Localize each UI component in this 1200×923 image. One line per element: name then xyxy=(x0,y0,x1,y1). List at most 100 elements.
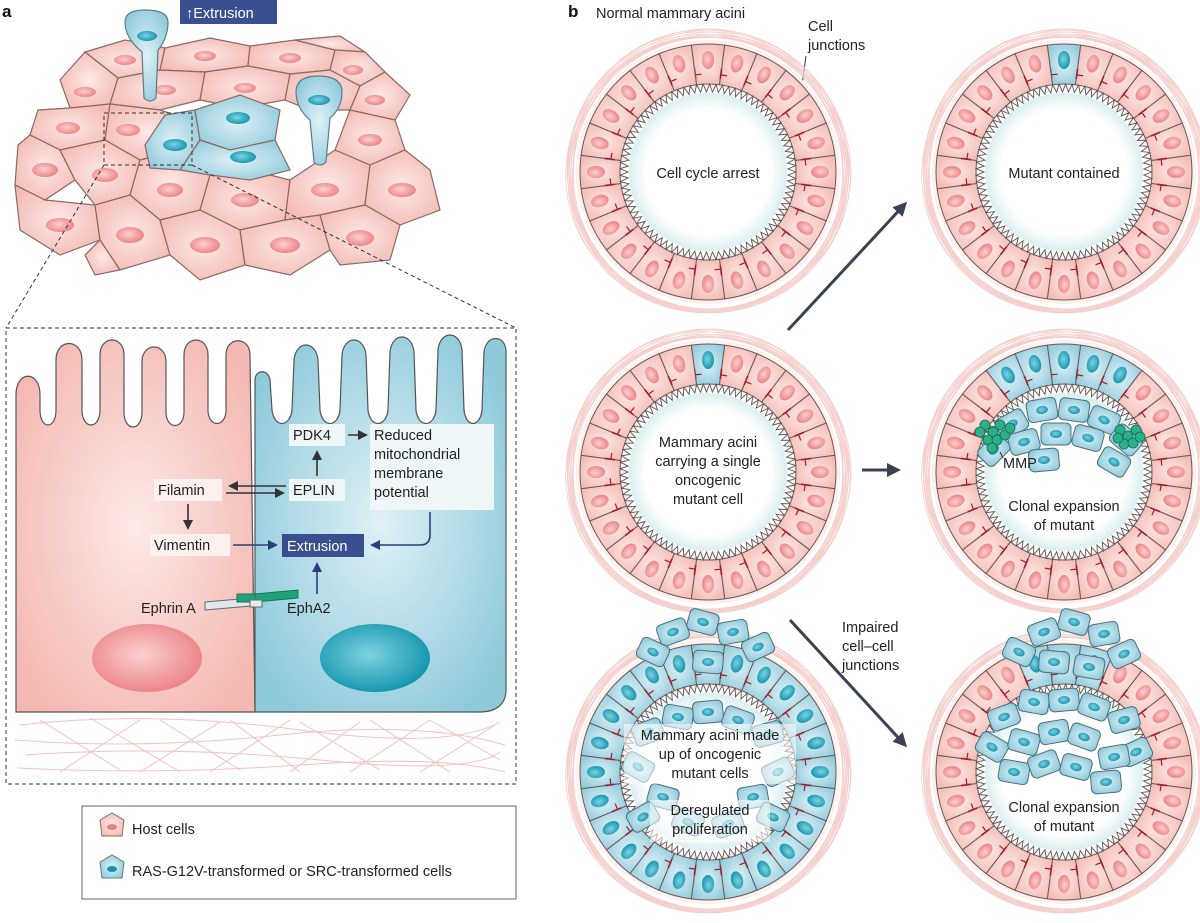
host-nucleus xyxy=(672,354,686,373)
acinus5-label2-bg xyxy=(650,800,770,842)
cell-junction xyxy=(966,452,969,460)
cell-junctions-line1: Cell xyxy=(808,19,833,35)
cell-junction xyxy=(693,565,697,576)
mutant-nucleus xyxy=(1013,647,1025,657)
mutant-nucleus xyxy=(226,112,250,124)
basement-fibre xyxy=(568,336,849,613)
host-nucleus xyxy=(1113,560,1127,578)
extrusion-node: Extrusion xyxy=(287,539,347,555)
cell-junction xyxy=(1044,267,1052,270)
host-nucleus xyxy=(1058,575,1070,593)
host-nucleus xyxy=(645,66,659,84)
host-nucleus xyxy=(1086,571,1100,590)
cell-junction xyxy=(669,378,677,383)
host-nucleus xyxy=(645,366,659,384)
cell-junction xyxy=(1023,858,1029,869)
mutant-nucleus xyxy=(1113,366,1127,384)
cell-junction xyxy=(1157,183,1168,187)
cell-junction xyxy=(1000,89,1008,98)
cell-junction xyxy=(1118,848,1125,854)
mutant-nucleus xyxy=(1098,415,1110,425)
host-nucleus xyxy=(1028,871,1042,890)
cell-junction xyxy=(629,107,635,114)
host-nucleus xyxy=(1113,66,1127,84)
acinus-single-mutant xyxy=(565,328,852,614)
normal-acini-title: Normal mammary acini xyxy=(596,6,745,22)
mutant-nucleus xyxy=(587,766,605,778)
cell-junction xyxy=(611,507,622,513)
cell-junction xyxy=(743,375,749,386)
cell-junction xyxy=(667,258,673,269)
mutant-nucleus xyxy=(986,742,998,752)
cell-junction xyxy=(1100,80,1108,85)
cell-junction xyxy=(1120,389,1128,398)
acinus5-line5: proliferation xyxy=(672,822,748,838)
host-nucleus xyxy=(1001,860,1015,878)
host-nucleus xyxy=(672,271,686,290)
host-nucleus xyxy=(946,736,965,750)
cell-junction xyxy=(999,245,1006,251)
cell-junction xyxy=(688,267,696,270)
mutant-nucleus xyxy=(1088,702,1100,712)
cell-junction xyxy=(688,567,696,570)
host-nucleus xyxy=(602,409,620,423)
host-nucleus xyxy=(587,466,605,478)
acinus6-line1: Clonal expansion xyxy=(1008,800,1119,816)
mutant-nucleus xyxy=(308,95,330,105)
cell-junction xyxy=(610,452,613,460)
host-nucleus xyxy=(190,237,220,253)
reduced-node-bg xyxy=(370,424,494,510)
cell-junction xyxy=(625,108,634,116)
cell-junction xyxy=(1099,258,1105,269)
cell-junction xyxy=(1044,867,1052,870)
host-nucleus xyxy=(231,193,259,207)
cell-junction xyxy=(970,203,975,211)
cell-junction xyxy=(1003,90,1010,96)
mutant-nucleus xyxy=(998,712,1010,722)
host-nucleus xyxy=(1167,766,1185,778)
cell-junction xyxy=(667,375,673,386)
cell-junction xyxy=(693,265,697,276)
cell-junction xyxy=(719,265,723,276)
cell-junction xyxy=(797,133,802,141)
cell-junction xyxy=(1122,393,1129,399)
host-nucleus xyxy=(1001,66,1015,84)
cell-junction xyxy=(801,457,812,461)
basement-fibre xyxy=(569,336,849,614)
pathway-arrows xyxy=(183,430,431,594)
cell-junction xyxy=(1075,265,1079,276)
cell-junction xyxy=(960,757,971,761)
eplin-node: EPLIN xyxy=(293,483,335,499)
host-nucleus xyxy=(1058,875,1070,893)
cell-junction xyxy=(795,808,800,816)
basement-fibre xyxy=(921,36,1200,312)
host-nucleus xyxy=(1113,860,1127,878)
cell-junction xyxy=(1025,78,1033,83)
cell-junction xyxy=(1020,259,1028,264)
panel-b-label: b xyxy=(568,2,578,21)
mutant-nucleus xyxy=(1118,649,1130,659)
cell-junction xyxy=(611,131,622,137)
acinus4-line2: of mutant xyxy=(1034,518,1094,534)
host-nucleus xyxy=(730,354,744,373)
acinus5-line4: Deregulated xyxy=(671,803,750,819)
mutant-nucleus xyxy=(1018,737,1030,747)
cell-junction xyxy=(965,178,968,186)
cell-junction xyxy=(614,803,619,811)
cell-junction xyxy=(801,783,812,787)
mutant-nucleus xyxy=(1130,747,1142,757)
extrusion-node-bg xyxy=(282,534,364,557)
host-nucleus xyxy=(1152,709,1170,723)
host-nucleus xyxy=(194,51,216,61)
cell-junction xyxy=(1099,558,1105,569)
cell-junction xyxy=(764,846,772,855)
eplin-node-bg xyxy=(289,479,345,501)
cell-junction xyxy=(965,478,968,486)
mutant-nucleus xyxy=(645,666,659,684)
cell-junction xyxy=(1137,230,1143,237)
cell-junction xyxy=(714,268,722,271)
cell-junction xyxy=(801,483,812,487)
mutant-nucleus xyxy=(1082,433,1094,443)
mmp-particle xyxy=(1112,432,1124,444)
mutant-nucleus xyxy=(1050,430,1062,438)
